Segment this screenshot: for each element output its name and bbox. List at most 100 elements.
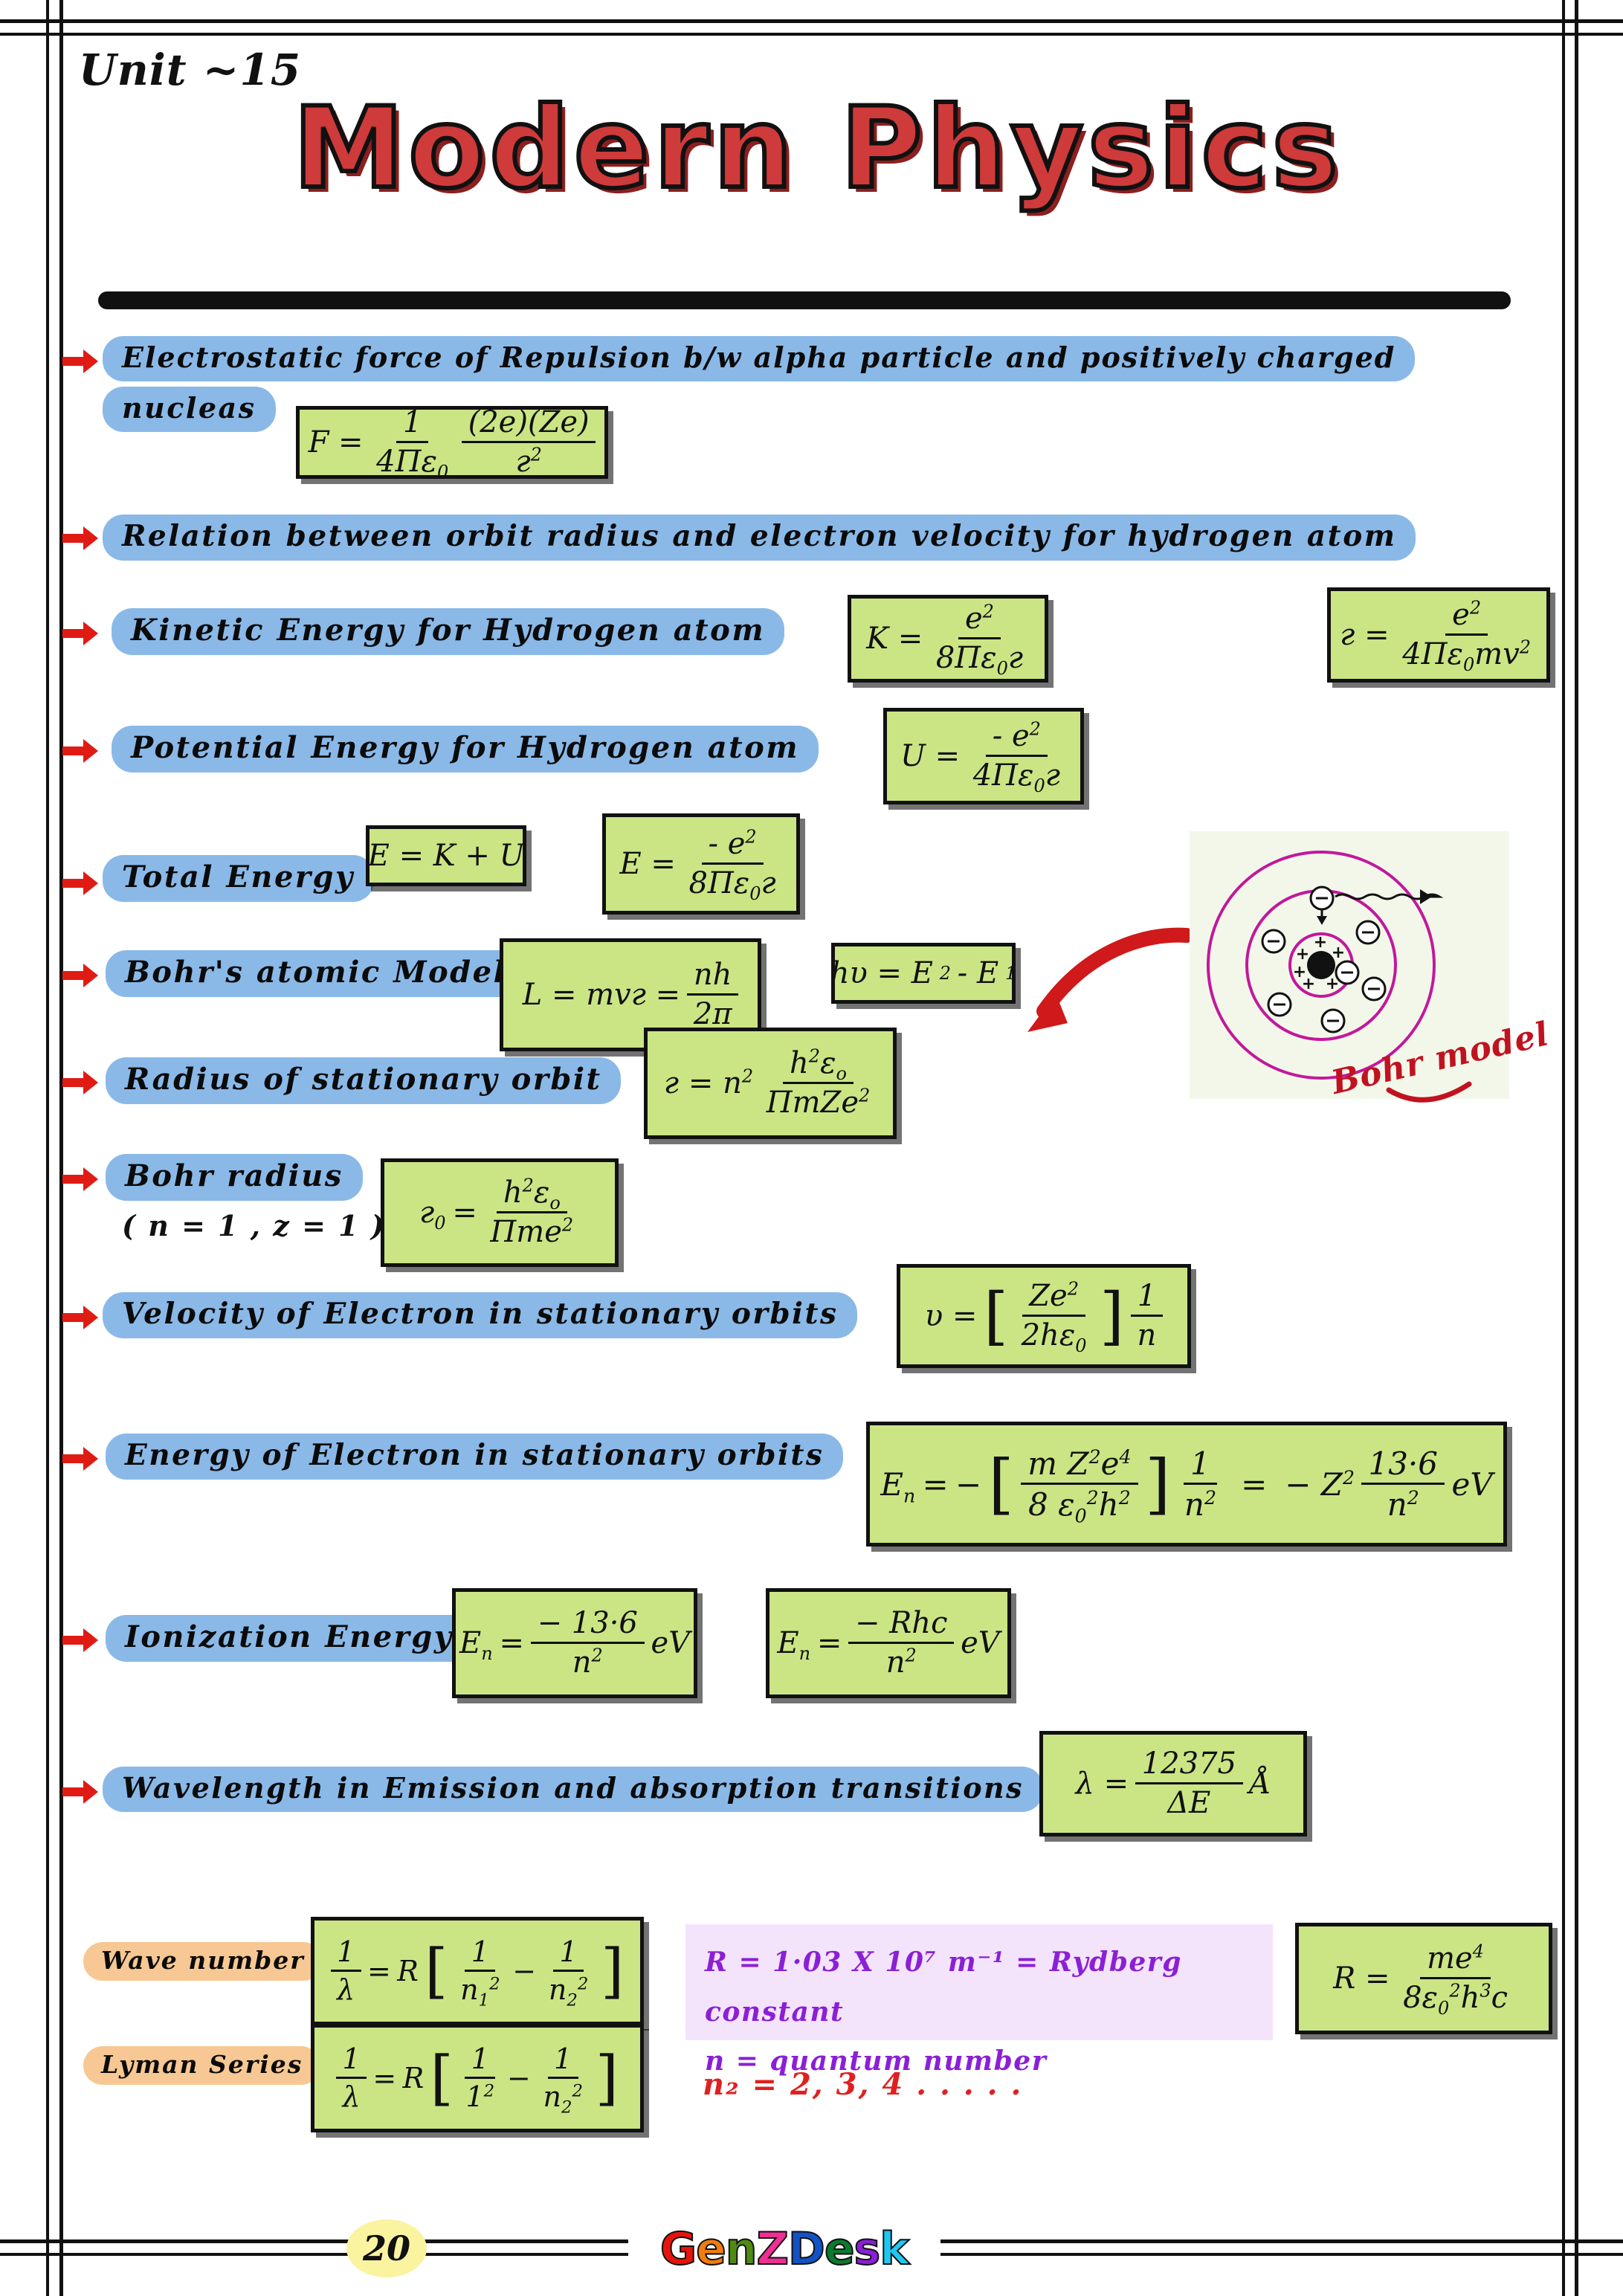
rydberg-note-box: R = 1·03 X 10⁷ m⁻¹ = Rydberg constant n …: [685, 1924, 1273, 2077]
formula-lhs: E =: [619, 847, 676, 881]
row-label-wave-number: Wave number: [83, 1942, 323, 1981]
bullet-arrow-icon: [62, 1628, 98, 1652]
frac-numerator: 1: [1130, 1280, 1163, 1317]
bullet-arrow-icon: [62, 1780, 98, 1804]
row-label-wavelength-transitions: Wavelength in Emission and absorption tr…: [103, 1767, 1044, 1812]
formula-lhs: г0: [419, 1196, 446, 1234]
page-border-top-outer: [0, 19, 1623, 23]
bracket-close: ]: [601, 1936, 625, 2006]
row-label-energy-stationary-orbits: Energy of Electron in stationary orbits: [106, 1434, 844, 1480]
formula-unit: eV: [651, 1626, 691, 1660]
bohr-model-diagram: +++ +++ +: [1207, 851, 1472, 1103]
svg-text:+: +: [1332, 944, 1345, 962]
curved-arrow-to-diagram-icon: [1027, 927, 1194, 1032]
formula-electron-velocity: υ = [ Ze2 2hε0 ] 1 n: [897, 1264, 1191, 1368]
formula-angular-momentum: L = mvг = nh 2π: [500, 938, 761, 1051]
frac-numerator: h2εo: [497, 1176, 567, 1213]
svg-text:+: +: [1302, 975, 1315, 993]
formula-lhs: г =: [1340, 618, 1390, 652]
bullet-arrow-icon: [62, 964, 98, 987]
frac-numerator: e2: [1445, 599, 1488, 636]
frac-denominator: n2: [1184, 1486, 1216, 1523]
page-border-right-outer: [1575, 0, 1578, 2296]
frac-denominator: n12: [460, 1973, 500, 2010]
frac-denominator: 2π: [693, 997, 732, 1031]
bullet-arrow-icon: [62, 622, 98, 645]
page-border-left-inner: [59, 0, 63, 2296]
frac-denominator: 4Πε0: [376, 445, 449, 483]
formula-lhs: F =: [308, 425, 364, 459]
brand-letter: e: [824, 2222, 856, 2276]
quantum-number-line: n = quantum number: [705, 2045, 1048, 2077]
formula-z-term: − Z2: [1285, 1465, 1355, 1503]
frac-numerator: me4: [1420, 1942, 1491, 1979]
formula-bohr-radius: г0 = h2εo Πme2: [381, 1158, 619, 1267]
frac-numerator: e2: [958, 602, 1001, 639]
frac-numerator: 1: [336, 2043, 367, 2079]
formula-ionization-rhc: En = − Rhc n2 eV: [766, 1588, 1011, 1698]
bracket-open: [: [430, 2043, 454, 2113]
brand-letter: G: [659, 2222, 697, 2276]
frac-denominator: n2: [1387, 1486, 1419, 1523]
formula-lhs: K =: [866, 622, 923, 656]
frac-denominator: 12: [465, 2080, 495, 2113]
frac-numerator: - e2: [985, 720, 1048, 757]
bracket-close: ]: [1145, 1445, 1171, 1523]
formula-ionization-13-6: En = − 13·6 n2 eV: [452, 1588, 697, 1698]
row-label-orbit-radius-relation: Relation between orbit radius and electr…: [103, 515, 1416, 561]
row-label-electrostatic-force-line1: Electrostatic force of Repulsion b/w alp…: [103, 336, 1416, 381]
frac-denominator: 4Πε0г: [972, 758, 1061, 796]
formula-lhs: λ =: [1075, 1767, 1129, 1801]
row-label-total-energy: Total Energy: [103, 855, 374, 902]
row-label-electrostatic-force-line2: nucleas: [103, 387, 276, 432]
formula-lhs: En: [459, 1626, 493, 1664]
frac-denominator: n2: [885, 1645, 917, 1680]
frac-denominator: ΠmZe2: [766, 1085, 871, 1120]
frac-denominator: Πme2: [490, 1214, 574, 1249]
formula-lhs: г = n2: [663, 1065, 754, 1100]
bracket-open: [: [425, 1936, 448, 2006]
formula-kinetic-energy: K = e2 8Πε0г: [848, 595, 1048, 683]
svg-text:+: +: [1314, 933, 1327, 952]
frac-numerator: − Rhc: [848, 1607, 955, 1644]
frac-denominator: λ: [342, 2080, 361, 2113]
bullet-arrow-icon: [62, 739, 98, 763]
bullet-arrow-icon: [62, 1306, 98, 1329]
row-label-kinetic-energy: Kinetic Energy for Hydrogen atom: [112, 608, 785, 655]
brand-letter: D: [787, 2222, 826, 2276]
frac-denominator: г2: [515, 444, 542, 479]
n2-values-note: n₂ = 2, 3, 4 . . . . .: [703, 2067, 1023, 2102]
frac-denominator: 8Πε0г: [935, 641, 1024, 679]
frac-numerator: 1: [465, 2043, 496, 2079]
row-label-lyman-series: Lyman Series: [83, 2046, 321, 2085]
formula-radius-from-velocity: г = e2 4Πε0mv2: [1327, 587, 1550, 683]
formula-potential-energy: U = - e2 4Πε0г: [883, 708, 1084, 804]
frac-numerator: 12375: [1135, 1747, 1243, 1784]
formula-lhs: En: [880, 1465, 916, 1506]
bullet-arrow-icon: [62, 1071, 98, 1094]
formula-energy-level: En = − [ m Z2e4 8 ε02h2 ] 1 n2 = − Z2 13…: [866, 1422, 1507, 1547]
frac-numerator: Ze2: [1022, 1280, 1085, 1317]
frac-numerator: 1: [396, 406, 429, 443]
page-title: Modern Physics: [291, 84, 1343, 213]
formula-unit: Å: [1249, 1767, 1271, 1801]
row-label-radius-stationary-orbit: Radius of stationary orbit: [106, 1057, 622, 1104]
formula-wavelength-12375: λ = 12375 ΔE Å: [1039, 1731, 1307, 1837]
frac-numerator: h2εo: [783, 1047, 854, 1084]
row-label-bohr-radius: Bohr radius: [106, 1154, 363, 1201]
frac-denominator: 8 ε02h2: [1028, 1486, 1131, 1527]
brand-letter: s: [854, 2222, 882, 2276]
svg-text:+: +: [1326, 975, 1339, 993]
bohr-radius-condition: ( n = 1 , z = 1 ): [122, 1209, 386, 1242]
frac-denominator: 8Πε0г: [688, 866, 776, 904]
formula-unit: eV: [961, 1626, 1000, 1660]
page-border-right-inner: [1562, 0, 1565, 2296]
brand-letter: k: [879, 2222, 910, 2276]
formula-lhs: En: [777, 1626, 811, 1664]
formula-lyman-series: 1 λ = R [ 1 12 − 1 n22 ]: [311, 2024, 644, 2132]
formula-stationary-orbit-radius: г = n2 h2εo ΠmZe2: [644, 1028, 897, 1139]
svg-text:+: +: [1296, 945, 1309, 964]
row-label-ionization-energy: Ionization Energy: [106, 1615, 473, 1662]
